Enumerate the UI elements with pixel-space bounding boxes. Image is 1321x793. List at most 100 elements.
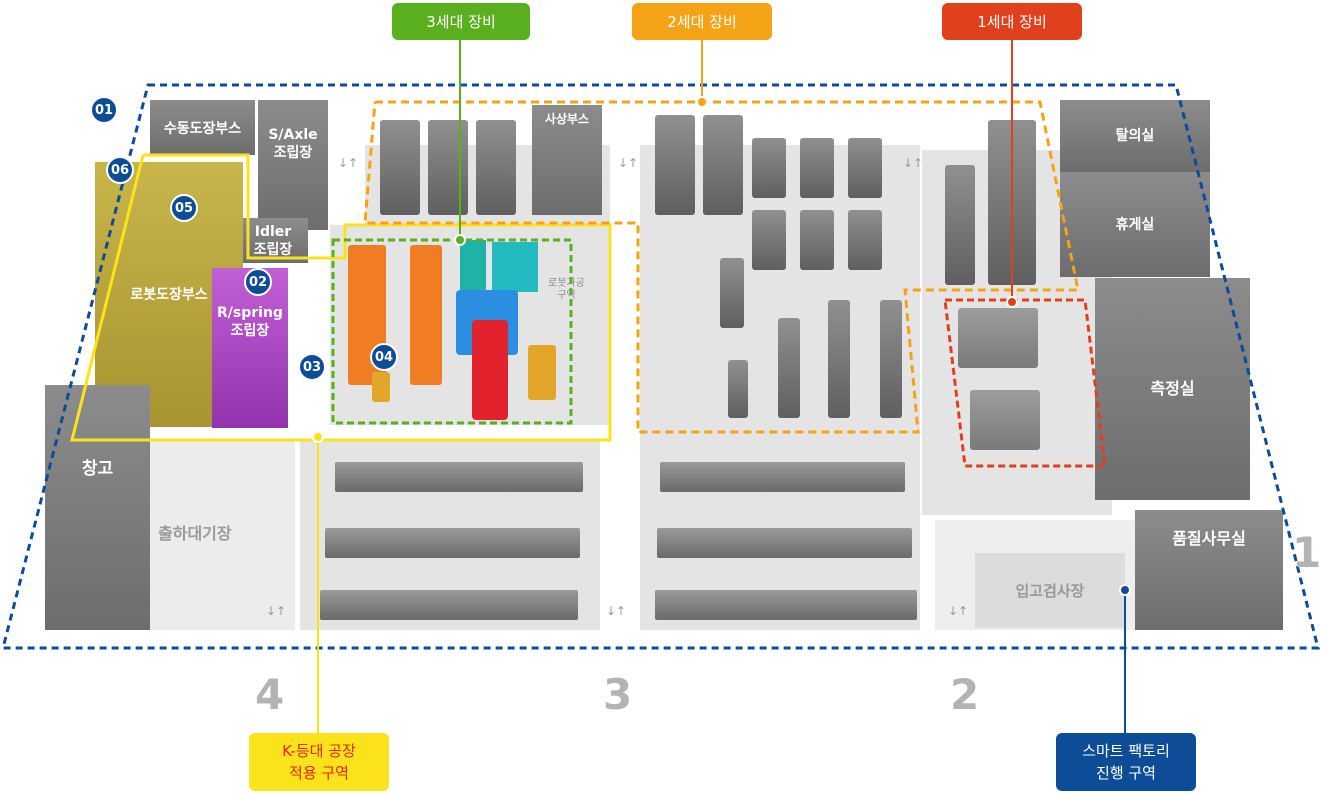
machine	[720, 258, 744, 328]
measurement-room-label: 측정실	[1150, 379, 1195, 398]
marker-01: 01	[90, 96, 118, 124]
zone-number-4: 4	[255, 670, 285, 719]
storage-rack	[655, 590, 917, 620]
zone-number-3: 3	[603, 670, 633, 719]
smart-factory-callout: 스마트 팩토리 진행 구역	[1056, 733, 1196, 791]
r-spring-label-1: R/spring	[217, 305, 283, 321]
machine	[945, 165, 975, 285]
machine	[476, 120, 516, 215]
robot-machining-label-2: 구역	[557, 290, 576, 301]
traffic-arrows-icon: ↓↑	[606, 604, 627, 618]
k-factory-boundary	[70, 153, 612, 442]
storage-rack	[335, 462, 583, 492]
quality-office: 품질사무실	[1135, 510, 1283, 630]
idler-label-1: Idler	[254, 223, 292, 240]
warehouse-label: 창고	[81, 459, 114, 479]
machine	[752, 210, 786, 270]
smart-factory-leader-line	[1124, 590, 1126, 735]
k-factory-leader-dot	[312, 431, 324, 443]
finishing-booth-label: 사상부스	[544, 112, 590, 126]
robot-paint-booth-label: 로봇도장부스	[130, 286, 208, 303]
machine	[428, 120, 468, 215]
gen3-callout-label: 3세대 장비	[426, 12, 496, 31]
smart-factory-callout-label-2: 진행 구역	[1096, 764, 1156, 782]
traffic-arrows-icon: ↓↑	[948, 604, 969, 618]
manual-paint-booth: 수동도장부스	[150, 100, 255, 155]
storage-rack	[657, 528, 912, 558]
gen2-leader-line	[701, 40, 703, 102]
machine	[800, 138, 834, 198]
lounge: 휴게실	[1060, 172, 1210, 277]
k-factory-callout-label-1: K-등대 공장	[282, 742, 356, 760]
idler-assembly: Idler 조립장	[238, 218, 308, 263]
gen3-boundary	[331, 238, 573, 425]
measurement-room: 측정실	[1095, 278, 1250, 500]
gen2-callout-label: 2세대 장비	[667, 12, 737, 31]
red-machine	[472, 320, 508, 420]
lounge-label: 휴게실	[1115, 216, 1155, 233]
robot-machining-label: 로봇가공 구역	[548, 278, 585, 302]
marker-05: 05	[170, 194, 198, 222]
machine	[728, 360, 748, 418]
smart-factory-boundary	[1, 83, 1320, 650]
traffic-arrows-icon: ↓↑	[618, 156, 639, 170]
machine	[655, 115, 695, 215]
traffic-arrows-icon: ↓↑	[903, 156, 924, 170]
gen2-leader-dot	[696, 96, 708, 108]
traffic-arrows-icon: ↓↑	[338, 156, 359, 170]
zone-number-1: 1	[1292, 528, 1321, 577]
manual-paint-booth-label: 수동도장부스	[163, 121, 242, 137]
machine	[752, 138, 786, 198]
machine	[970, 390, 1040, 450]
s-axle-label-1: S/Axle	[268, 127, 318, 143]
gen1-callout: 1세대 장비	[942, 3, 1082, 40]
idler-label-2: 조립장	[253, 241, 293, 258]
gen1-leader-dot	[1006, 296, 1018, 308]
storage-rack	[660, 462, 905, 492]
robot-arm	[372, 372, 390, 402]
machine	[778, 318, 800, 418]
smart-factory-callout-label-1: 스마트 팩토리	[1082, 742, 1170, 760]
gen2-boundary	[363, 100, 1080, 434]
r-spring-label-2: 조립장	[230, 323, 270, 339]
s-axle-label-2: 조립장	[273, 145, 313, 161]
zone-number-2: 2	[950, 670, 980, 719]
gen3-leader-dot	[454, 234, 466, 246]
s-axle-assembly: S/Axle 조립장	[258, 100, 328, 230]
machine	[380, 120, 420, 215]
gen3-leader-line	[459, 40, 461, 240]
robot-machining-label-1: 로봇가공	[548, 278, 585, 289]
incoming-inspection-label: 입고검사장	[1015, 582, 1085, 600]
machine	[958, 308, 1038, 368]
storage-rack	[320, 590, 578, 620]
finishing-booth: 사상부스	[532, 105, 602, 215]
k-factory-leader-line	[317, 437, 319, 735]
marker-02: 02	[244, 268, 272, 296]
machine	[703, 115, 743, 215]
gen3-callout: 3세대 장비	[392, 3, 530, 40]
machine	[880, 300, 902, 418]
gen1-callout-label: 1세대 장비	[977, 12, 1047, 31]
shipping-area-label: 출하대기장	[158, 524, 232, 543]
orange-robot-cell	[410, 245, 442, 385]
teal-machine	[492, 242, 538, 292]
smart-factory-leader-dot	[1119, 584, 1131, 596]
gen1-boundary	[943, 298, 1107, 468]
gen1-leader-line	[1011, 40, 1013, 302]
k-factory-callout-label-2: 적용 구역	[289, 764, 349, 782]
machine	[828, 300, 850, 418]
gen2-callout: 2세대 장비	[632, 3, 772, 40]
marker-03: 03	[298, 353, 326, 381]
quality-office-label: 품질사무실	[1172, 529, 1246, 548]
degrease-room-label: 탈의실	[1115, 128, 1155, 144]
robot-arm	[528, 345, 556, 400]
traffic-arrows-icon: ↓↑	[266, 604, 287, 618]
machine	[800, 210, 834, 270]
marker-04: 04	[370, 343, 398, 371]
marker-06: 06	[106, 156, 134, 184]
incoming-inspection: 입고검사장	[975, 553, 1125, 628]
storage-rack	[325, 528, 580, 558]
machine	[848, 138, 882, 198]
degrease-room: 탈의실	[1060, 100, 1210, 172]
machine	[848, 210, 882, 270]
